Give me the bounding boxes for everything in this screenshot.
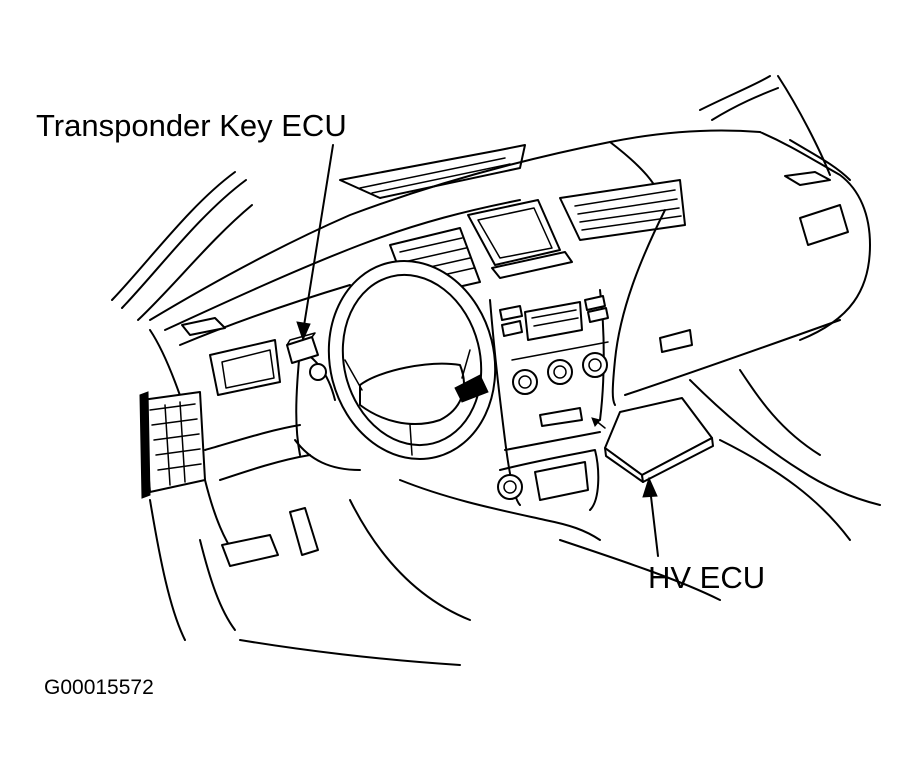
transponder-key-ecu-label: Transponder Key ECU <box>36 108 347 143</box>
center-stack <box>399 289 609 541</box>
leader-arrows <box>296 144 659 557</box>
hv-leader-line <box>649 487 659 557</box>
transponder-arrowhead <box>296 321 311 342</box>
upper-dashboard <box>149 129 871 346</box>
windshield-frame <box>111 75 851 321</box>
floor-pedals <box>149 499 721 666</box>
hv-ecu-part <box>591 397 714 483</box>
junction-block <box>139 391 206 499</box>
center-display <box>389 179 686 299</box>
figure-id-label: G00015572 <box>44 676 154 699</box>
steering-wheel <box>294 259 497 471</box>
passenger-dash <box>611 204 881 541</box>
hv-arrowhead <box>642 476 658 498</box>
transponder-leader-line <box>302 144 334 333</box>
hv-ecu-label: HV ECU <box>648 560 766 595</box>
